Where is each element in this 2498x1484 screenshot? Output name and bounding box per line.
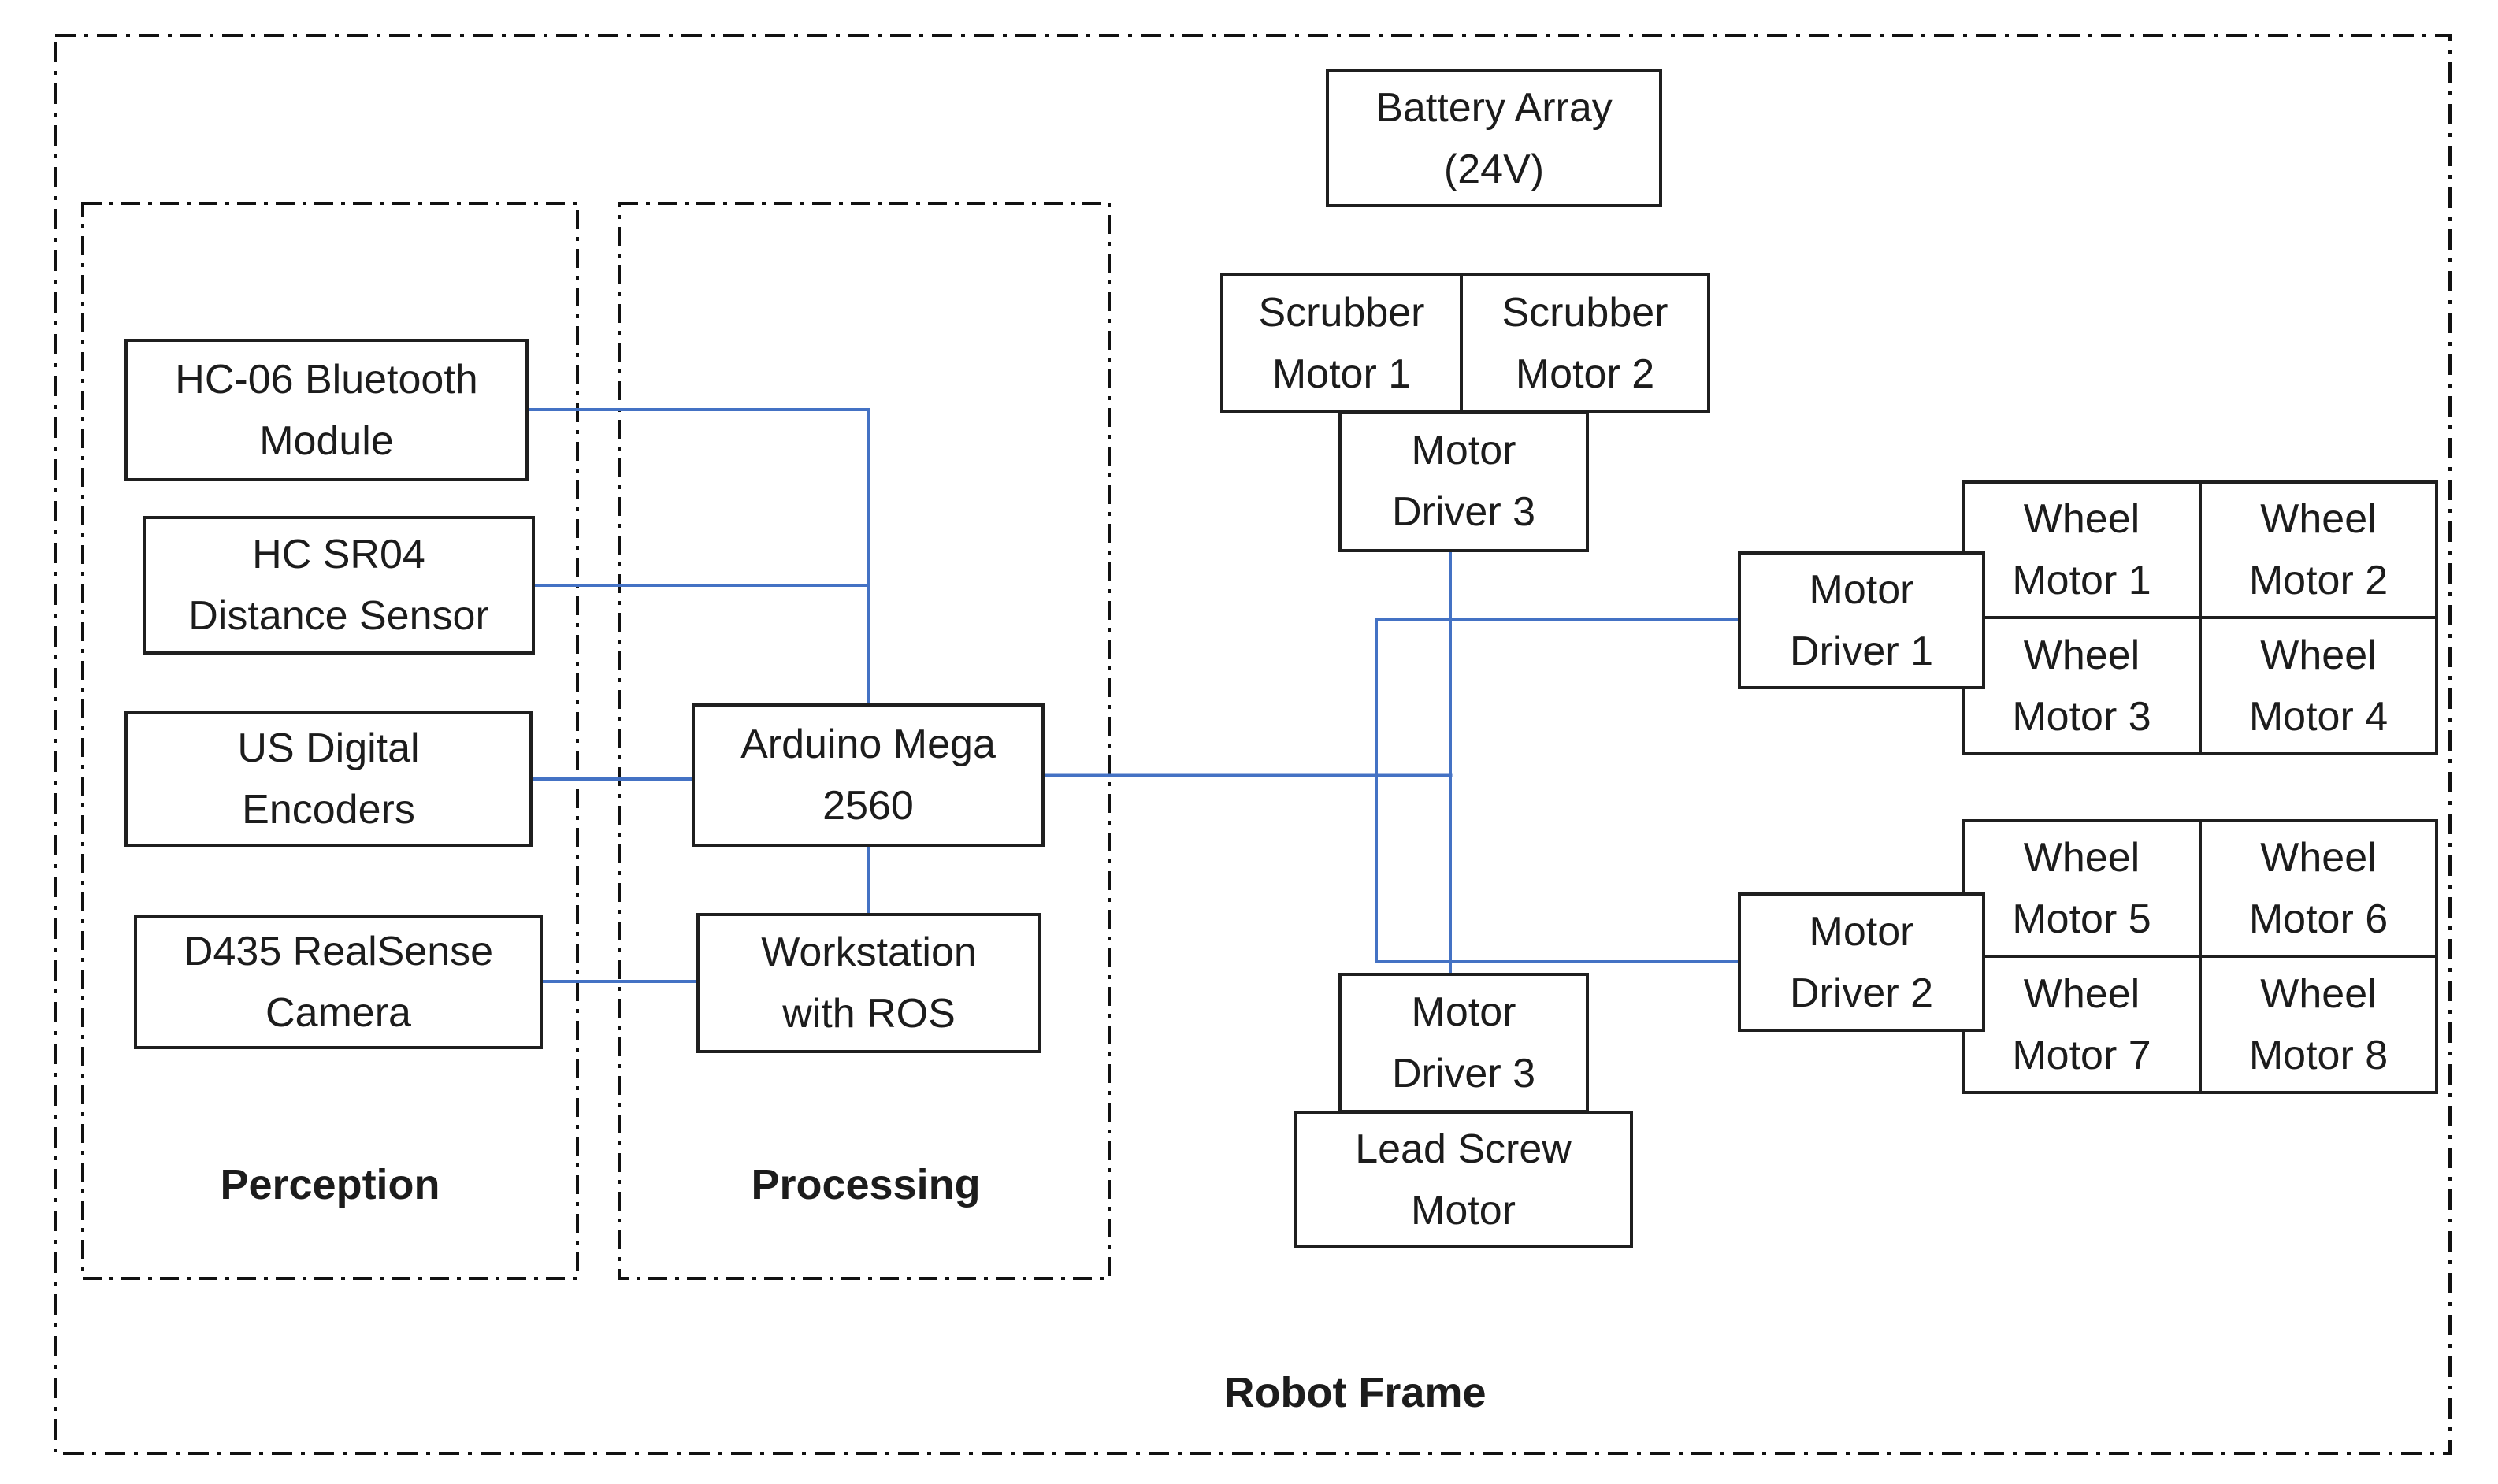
box-scrubber-motor-2-line-1: Scrubber: [1501, 289, 1668, 336]
box-workstation-with-ros: Workstation with ROS: [696, 913, 1041, 1053]
processing-group-border: [618, 202, 1111, 1280]
box-hc-sr04-distance-sensor-line-1: HC SR04: [252, 532, 425, 577]
box-motor-driver-3-bottom-line-2: Driver 3: [1391, 1051, 1536, 1096]
box-motor-driver-2-line-1: Motor: [1809, 908, 1914, 955]
box-arduino-mega-2560: Arduino Mega 2560: [692, 703, 1045, 847]
box-scrubber-motor-2-line-2: Motor 2: [1515, 351, 1655, 397]
box-lead-screw-motor-line-2: Motor: [1411, 1187, 1516, 1234]
box-us-digital-encoders-line-2: Encoders: [242, 787, 415, 833]
box-battery-array: Battery Array (24V): [1326, 69, 1662, 207]
box-hc06-bluetooth-module-line-2: Module: [259, 417, 394, 464]
box-battery-array-line-1: Battery Array: [1375, 84, 1613, 131]
box-motor-driver-3-top-line-1: Motor: [1411, 428, 1516, 473]
box-wheel-motor-5-line-2: Motor 5: [2012, 896, 2151, 942]
box-wheel-motor-2-line-2: Motor 2: [2248, 558, 2389, 603]
box-wheel-motor-8-line-1: Wheel: [2260, 970, 2377, 1017]
box-wheel-motor-6-line-1: Wheel: [2260, 835, 2377, 881]
box-wheel-motor-4-line-2: Motor 4: [2248, 693, 2389, 740]
box-wheel-motor-1-line-1: Wheel: [2023, 496, 2140, 542]
box-arduino-mega-2560-line-1: Arduino Mega: [740, 722, 996, 767]
box-lead-screw-motor-line-1: Lead Screw: [1355, 1126, 1572, 1172]
box-workstation-with-ros-line-2: with ROS: [782, 991, 956, 1037]
box-wheel-motor-3-line-1: Wheel: [2023, 632, 2140, 678]
box-wheel-motor-7-line-2: Motor 7: [2012, 1032, 2151, 1078]
connector-hc06-to-arduino: [523, 408, 870, 710]
robot-frame-border: [54, 34, 2452, 1455]
box-battery-array-line-2: (24V): [1443, 146, 1545, 192]
box-wheel-motor-4-line-1: Wheel: [2260, 632, 2377, 678]
box-hc-sr04-distance-sensor-line-2: Distance Sensor: [188, 593, 489, 639]
connector-bus-to-motor-driver-1: [1375, 618, 1744, 963]
box-arduino-mega-2560-line-2: 2560: [822, 783, 914, 829]
box-motor-driver-1-line-1: Motor: [1809, 566, 1914, 613]
perception-group-border: [81, 202, 579, 1280]
box-wheel-motor-2-line-1: Wheel: [2260, 496, 2377, 542]
box-wheel-motor-3-line-2: Motor 3: [2012, 693, 2151, 740]
box-motor-driver-3-bottom-line-1: Motor: [1411, 989, 1516, 1035]
perception-group-label: Perception: [220, 1161, 440, 1208]
box-hc06-bluetooth-module-line-1: HC-06 Bluetooth: [175, 356, 478, 403]
box-wheel-motor-5-line-1: Wheel: [2023, 835, 2140, 881]
box-scrubber-motor-1-line-1: Scrubber: [1258, 289, 1425, 336]
box-scrubber-motor-1-line-2: Motor 1: [1271, 351, 1412, 397]
box-motor-driver-2-line-2: Driver 2: [1789, 970, 1934, 1016]
box-wheel-motor-8-line-2: Motor 8: [2248, 1032, 2389, 1078]
box-d435-realsense-camera-line-2: Camera: [265, 989, 411, 1036]
box-wheel-motor-6-line-2: Motor 6: [2248, 896, 2389, 942]
box-motor-driver-1-line-2: Driver 1: [1789, 628, 1934, 674]
box-motor-driver-3-top-line-2: Driver 3: [1391, 489, 1536, 535]
processing-group-label: Processing: [751, 1161, 981, 1208]
box-wheel-motor-7-line-1: Wheel: [2023, 970, 2140, 1017]
box-d435-realsense-camera-line-1: D435 RealSense: [183, 928, 494, 974]
robot-frame-label: Robot Frame: [1223, 1369, 1487, 1416]
box-wheel-motor-1-line-2: Motor 1: [2012, 558, 2151, 603]
box-workstation-with-ros-line-1: Workstation: [761, 929, 977, 975]
box-us-digital-encoders-line-1: US Digital: [237, 725, 420, 771]
